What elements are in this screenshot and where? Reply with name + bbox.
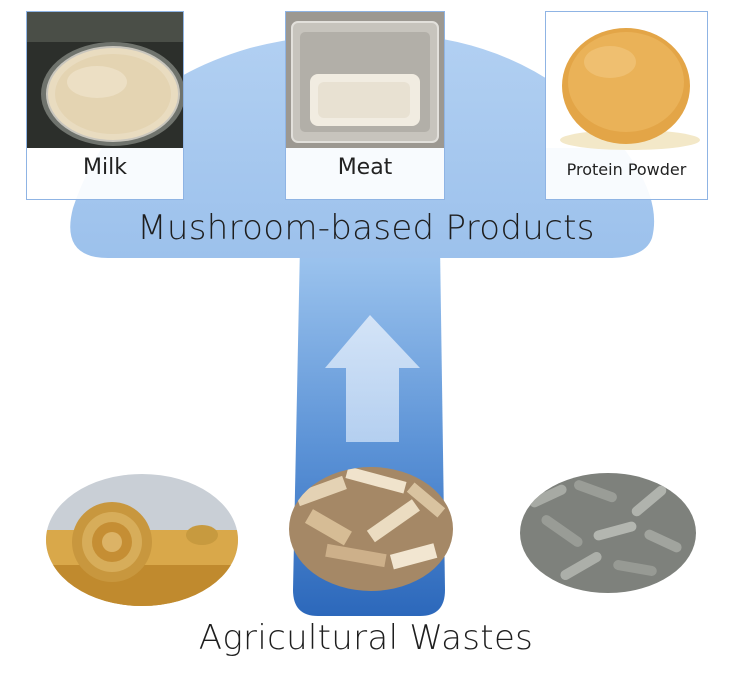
product-card-milk: Milk bbox=[26, 11, 184, 200]
meat-photo bbox=[286, 12, 444, 148]
milk-photo bbox=[27, 12, 183, 148]
pellets-photo bbox=[520, 473, 696, 593]
protein-powder-photo bbox=[546, 12, 707, 150]
hay-bale-photo bbox=[46, 474, 238, 606]
products-title: Mushroom-based Products bbox=[137, 208, 595, 248]
product-card-protein-powder: Protein Powder bbox=[545, 11, 708, 200]
source-title: Agricultural Wastes bbox=[198, 618, 534, 658]
product-label-protein-powder: Protein Powder bbox=[566, 160, 687, 179]
product-label-milk: Milk bbox=[83, 155, 127, 180]
wood-chips-photo bbox=[289, 467, 453, 591]
up-arrow bbox=[325, 315, 420, 442]
product-card-meat: Meat bbox=[285, 11, 445, 200]
product-label-meat: Meat bbox=[337, 155, 393, 180]
